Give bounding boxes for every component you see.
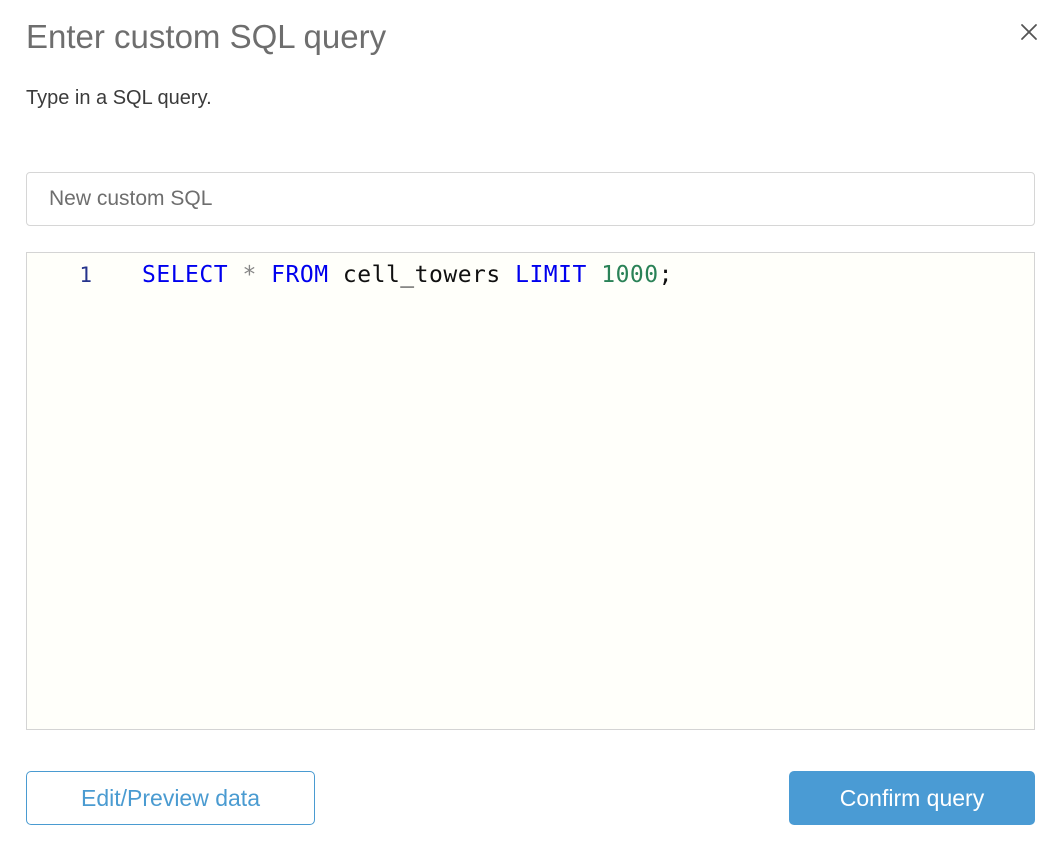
sql-token-operator: * — [242, 262, 257, 288]
sql-token-keyword: FROM — [271, 262, 329, 288]
page-title: Enter custom SQL query — [26, 18, 387, 55]
editor-line: 1 SELECT * FROM cell_towers LIMIT 1000; — [27, 253, 1034, 287]
edit-preview-data-button[interactable]: Edit/Preview data — [26, 771, 315, 825]
sql-token-plain — [257, 262, 271, 288]
sql-token-keyword: SELECT — [142, 262, 229, 288]
sql-token-plain — [587, 262, 601, 288]
sql-token-punct: ; — [658, 262, 673, 288]
sql-token-plain — [501, 262, 515, 288]
sql-code-text: SELECT * FROM cell_towers LIMIT 1000; — [92, 263, 1034, 287]
confirm-query-button[interactable]: Confirm query — [789, 771, 1035, 825]
sql-token-plain — [329, 262, 343, 288]
line-number: 1 — [79, 263, 92, 287]
sql-token-number: 1000 — [601, 262, 659, 288]
sql-token-plain — [228, 262, 242, 288]
close-icon[interactable] — [1011, 14, 1047, 50]
dialog-subtitle: Type in a SQL query. — [26, 87, 212, 109]
sql-token-identifier: cell_towers — [342, 262, 501, 288]
sql-code-editor[interactable]: 1 SELECT * FROM cell_towers LIMIT 1000; — [26, 252, 1035, 730]
sql-token-keyword: LIMIT — [515, 262, 587, 288]
sql-name-input[interactable] — [26, 172, 1035, 226]
close-icon-glyph — [1021, 24, 1037, 40]
